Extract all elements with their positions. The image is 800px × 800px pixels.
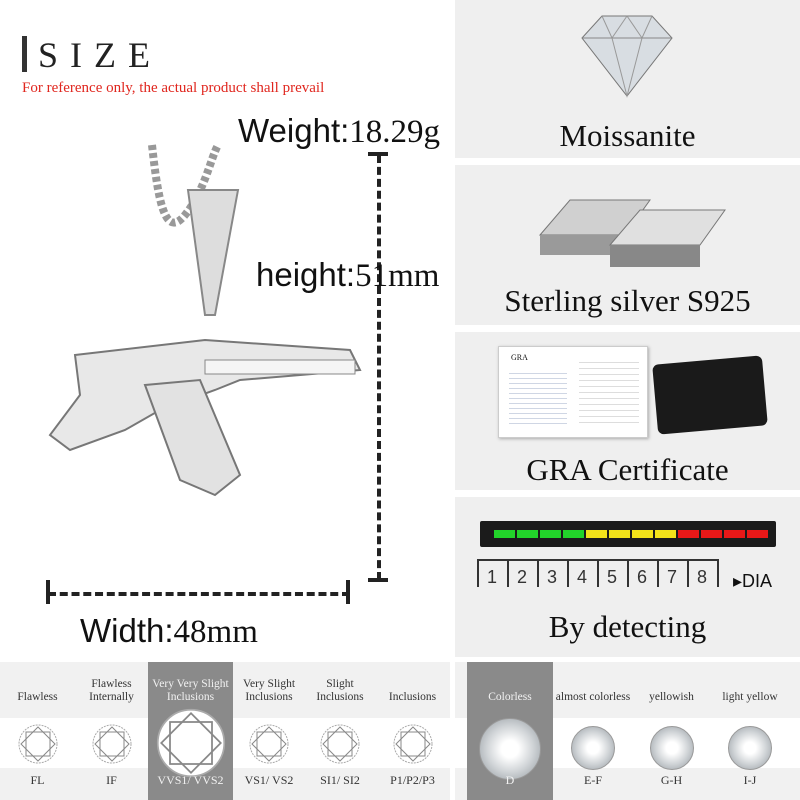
grade-label: Inclusions [388,691,437,703]
led-segment [701,530,722,538]
grade-code: G-H [660,773,683,787]
grade-code: VVS1/ VVS2 [157,773,224,787]
grade-label: Very Very Slight Inclusions [152,678,229,703]
gem-icon [649,726,694,770]
grade-code: I-J [743,773,757,787]
certificate-icon: GRA [498,346,648,438]
grade-code: IF [106,773,117,787]
height-tick-bottom [368,578,388,582]
width-tick-left [46,580,50,604]
led-segment [678,530,699,538]
height-tick-top [368,152,388,156]
clarity-diagram-icon [320,724,360,764]
scale-mark: 4 [567,561,597,587]
gra-card [652,355,768,435]
grade-label: Flawless [17,691,58,703]
led-segment [632,530,653,538]
size-title: SIZE [38,35,162,75]
gem-icon [479,718,541,780]
led-segment [747,530,768,538]
size-bar [22,36,27,72]
led-segment [609,530,630,538]
grade-code: P1/P2/P3 [390,773,435,787]
dia-label: ▸DIA [733,571,773,591]
clarity-diagram-icon [249,724,289,764]
scale-mark: 8 [687,561,719,587]
clarity-diagram-icon [92,724,131,764]
grade-code: D [505,773,515,787]
led-segment [563,530,584,538]
grade-label: yellowish [649,691,694,703]
scale-mark: 2 [507,561,537,587]
grade-code: E-F [584,773,602,787]
diamond-icon [581,15,673,98]
panel-certificate: GRA GRA Certificate [455,332,800,490]
led-segment [540,530,561,538]
height-label: height:51mm [256,256,440,294]
grade-code: VS1/ VS2 [244,773,294,787]
pendant-image [48,143,362,497]
led-segment [494,530,515,538]
panel-silver: Sterling silver S925 [455,165,800,325]
panel-title: Moissanite [559,118,696,153]
clarity-diagram-icon [18,724,57,764]
scale-mark: 3 [537,561,567,587]
led-segment [586,530,607,538]
scale-mark: 5 [597,561,627,587]
weight-label: Weight:18.29g [238,112,441,150]
gem-icon [728,726,772,770]
grade-label: Flawless Internally [89,678,134,703]
grade-label: light yellow [722,691,778,703]
panel-title: By detecting [548,609,707,644]
scale-mark: 6 [627,561,657,587]
led-segment [517,530,538,538]
scale-mark: 7 [657,561,687,587]
cert-logo: GRA [511,353,528,362]
panel-moissanite: Moissanite [455,0,800,158]
width-label: Width:48mm [80,612,258,650]
grade-code: SI1/ SI2 [320,773,360,787]
led-segment [724,530,745,538]
panel-title: Sterling silver S925 [504,283,751,318]
clarity-diagram-icon [156,708,225,778]
height-dim-line [377,155,381,580]
tester-led-bar [480,521,776,547]
width-tick-right [346,580,350,604]
grade-label: almost colorless [555,691,631,703]
led-segment [655,530,676,538]
grade-label: Colorless [488,691,532,703]
grade-label: Very Slight Inclusions [242,678,296,703]
size-note: For reference only, the actual product s… [22,80,325,96]
clarity-diagram-icon [393,724,432,764]
grade-code: FL [30,773,45,787]
gem-icon [571,726,615,770]
scale-mark: 1 [477,561,507,587]
grade-label: Slight Inclusions [316,678,364,703]
silver-bars-icon [538,199,726,267]
panel-title: GRA Certificate [526,452,729,487]
width-dim-line [48,592,350,596]
